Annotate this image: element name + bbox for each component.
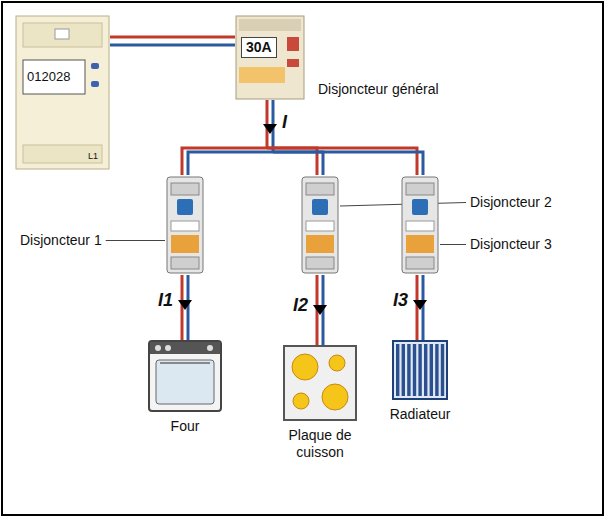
breaker-symbol [400,175,440,275]
breaker: Disjoncteur 3 [400,175,440,275]
wire-neutral [273,152,323,175]
breaker-symbol [165,175,205,275]
breaker-symbol [300,175,340,275]
wire-connector [313,275,327,345]
radiator: Radiateur [392,340,448,400]
leader-line [440,244,466,245]
wire-neutral [422,275,425,340]
oven: Four [148,340,222,412]
breaker: Disjoncteur 2 [300,175,340,275]
electric-meter: 012028 [15,15,110,170]
breaker-label: Disjoncteur 3 [470,236,552,253]
wire-phase [181,275,184,340]
radiator-icon [392,340,448,400]
wire-neutral [273,152,423,175]
current-label: I [280,114,289,131]
wire-connector [178,275,192,340]
arrow-head [178,300,192,310]
wire-connector [413,275,427,340]
current-label: I3 [391,292,410,309]
main-breaker: 30ADisjoncteur général [235,15,305,100]
wire-connector [267,148,423,175]
meter-body [15,15,110,170]
appliance-label: Plaque de cuisson [265,427,375,461]
breaker-label: Disjoncteur 1 [20,232,102,249]
rating-label: 30A [241,37,277,58]
current-arrow [263,124,277,134]
current-label: I2 [291,297,310,314]
appliance-label: Four [171,418,200,435]
appliance-label: Radiateur [390,406,451,423]
breaker: Disjoncteur 1 [165,175,205,275]
wire-neutral [110,44,235,47]
breaker-label: Disjoncteur général [318,81,439,98]
leader-line [106,240,165,241]
wire-neutral [188,152,273,175]
hob: Plaque de cuisson [283,345,357,421]
oven-icon [148,340,222,412]
wire-phase [416,275,419,340]
hob-icon [283,345,357,421]
breaker-label: Disjoncteur 2 [470,194,552,211]
arrow-head [413,300,427,310]
wire-phase [110,36,235,39]
arrow-head [313,305,327,315]
meter-reading: 012028 [27,68,70,85]
wire-connector [182,148,273,175]
current-label: I1 [156,292,175,309]
wire-neutral [187,275,190,340]
wire-connector [110,37,235,45]
meter-mark: L1 [88,151,98,162]
